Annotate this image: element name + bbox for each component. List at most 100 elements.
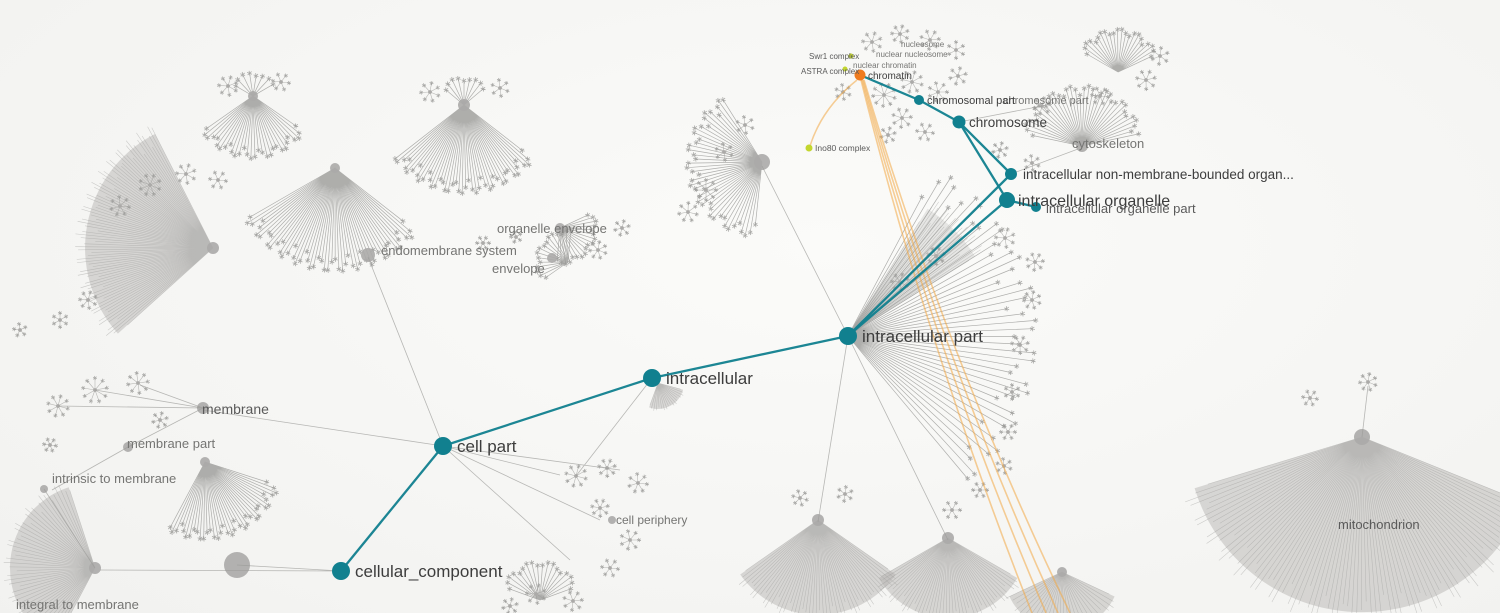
cluster-hub-dot [954,48,958,52]
leaf-cluster-spokes [176,165,195,183]
term-label[interactable]: nucleosome [901,40,945,49]
cluster-hub-dot [18,328,22,332]
hub-node[interactable] [547,253,557,263]
cluster-hub-dot [136,381,140,385]
leaf-cluster-spokes [477,237,489,249]
node-label-intracellular[interactable]: intracellular [666,369,753,388]
term-label[interactable]: nuclear chromatin [853,61,917,70]
node-intracellular_part[interactable] [839,327,857,345]
orange-path-edge [861,79,1047,613]
leaf-cluster-tips [927,81,950,103]
leaf-cluster-spokes [1137,71,1155,90]
cluster-hub-dot [481,241,485,245]
orange-path-edge [863,79,1071,613]
hub-node[interactable] [754,154,770,170]
node-astra_complex[interactable] [842,66,848,72]
leaf-cluster-tips [919,29,942,52]
node-label-chromosomal_part[interactable]: chromosomal part [927,95,1015,107]
leaf-cluster-tips [270,72,292,92]
term-label[interactable]: mitochondrion [1338,517,1420,532]
cluster-hub-dot [882,93,886,97]
hub-node[interactable] [608,516,616,524]
leaf-cluster-spokes [44,439,56,451]
node-label-chromatin[interactable]: chromatin [868,71,912,82]
hub-node[interactable] [200,457,210,467]
term-label[interactable]: membrane part [127,436,216,451]
leaf-cluster-tips [1089,86,1111,106]
cluster-hub-dot [184,172,188,176]
term-label[interactable]: chromosome part [1003,95,1089,107]
leaf-cluster-tips [1357,371,1378,392]
hub-node[interactable] [555,223,565,233]
hub-node[interactable] [1076,140,1088,152]
node-label-astra_complex[interactable]: ASTRA complex [801,67,859,76]
node-label-intracellular_organelle_part[interactable]: intracellular organelle part [1046,201,1196,216]
term-label[interactable]: nuclear nucleosome [876,50,948,59]
leaf-cluster-spokes [592,500,608,517]
term-label[interactable]: integral to membrane [16,597,139,612]
leaf-cluster-spokes [993,143,1007,157]
node-cell_part[interactable] [434,437,452,455]
leaf-cluster-spokes [629,473,647,492]
term-label[interactable]: endomembrane system [381,243,517,258]
node-intracellular[interactable] [643,369,661,387]
leaf-cluster-spokes [492,80,508,96]
leaf-cluster-tips [41,437,59,453]
cluster-hub-dot [900,116,904,120]
node-label-swr1_complex[interactable]: Swr1 complex [809,52,859,61]
leaf-cluster-tips [941,500,963,520]
node-label-intracellular_organelle[interactable]: intracellular organelle [1018,193,1170,210]
hub-node[interactable] [248,91,258,101]
leaf-cluster-spokes [510,232,521,242]
leaf-cluster-spokes [83,378,107,402]
hub-node[interactable] [207,242,219,254]
node-intracellular_organelle[interactable] [999,192,1015,208]
hub-node[interactable] [458,99,470,111]
node-label-chromosome[interactable]: chromosome [969,115,1047,130]
leaf-cluster-tips [174,163,197,186]
term-label[interactable]: cell periphery [616,513,687,527]
highlight-edge [958,121,1012,175]
term-label[interactable]: membrane [202,401,269,417]
term-label[interactable]: cytoskeleton [1072,136,1144,151]
leaf-cluster-tips [51,310,69,330]
hub-node[interactable] [330,163,340,173]
leaf-cluster-spokes [153,413,167,427]
node-label-non_membrane_organelle[interactable]: intracellular non-membrane-bounded organ… [1023,167,1294,182]
cluster-hub-dot [1033,260,1037,264]
node-chromosomal_part[interactable] [914,95,924,105]
leaf-cluster-spokes [836,85,850,99]
hub-node[interactable] [942,532,954,544]
node-ino80_complex[interactable] [805,144,813,152]
leaf-fan-lines [445,78,484,106]
leaf-cluster-tips [1300,389,1320,407]
highlight-edge [442,376,653,448]
node-label-cellular_component[interactable]: cellular_component [355,562,503,581]
node-chromosome[interactable] [952,115,966,129]
leaf-cluster-tips [735,114,755,136]
node-intracellular_organelle_part[interactable] [1031,202,1041,212]
hub-node[interactable] [1057,567,1067,577]
term-label[interactable]: intrinsic to membrane [52,471,176,486]
hub-node[interactable] [361,248,375,262]
leaf-cluster-tips [1150,45,1170,67]
node-non_membrane_organelle[interactable] [1005,168,1017,180]
leaf-fan-tips [684,97,759,239]
node-swr1_complex[interactable] [848,53,854,59]
leaf-fan-tips [233,70,276,89]
node-label-intracellular_part[interactable]: intracellular part [862,327,983,346]
leaf-cluster-tips [991,141,1009,159]
node-cellular_component[interactable] [332,562,350,580]
leaf-cluster-tips [791,489,809,507]
leaf-cluster-tips [151,411,169,429]
leaf-fan-lines [235,73,274,97]
cluster-hub-dot [950,508,954,512]
term-label[interactable]: organelle envelope [497,221,607,236]
term-label[interactable]: envelope [492,261,545,276]
node-label-cell_part[interactable]: cell part [457,437,517,456]
cluster-hub-dot [1030,161,1034,165]
node-label-ino80_complex[interactable]: Ino80 complex [815,143,871,153]
node-chromatin[interactable] [854,69,866,81]
leaf-cluster-spokes [566,466,586,486]
